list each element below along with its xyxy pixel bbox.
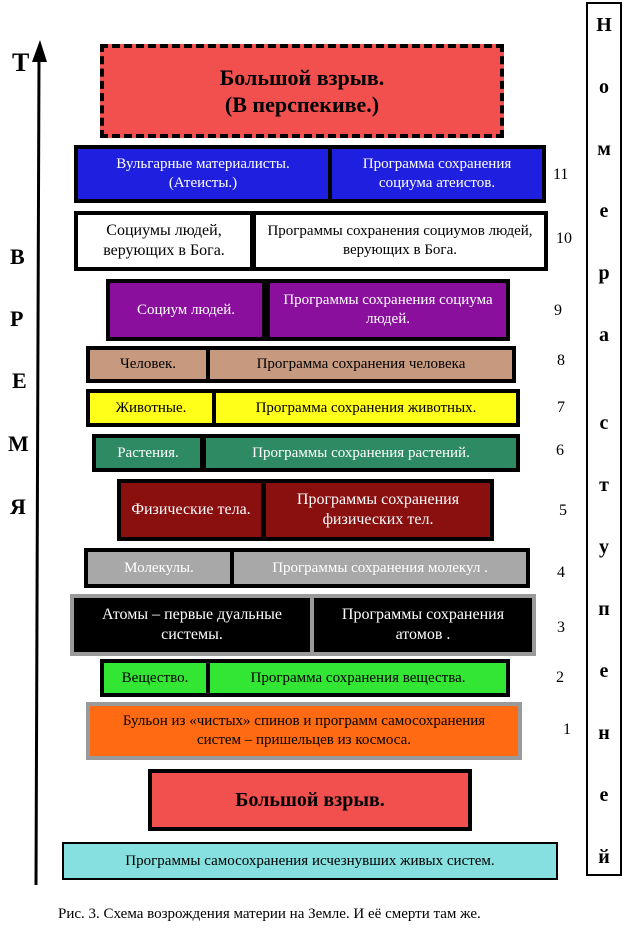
step-4-right: Программы сохранения молекул . <box>230 548 530 588</box>
big-bang-future-box: Большой взрыв. (В перспекиве.) <box>100 44 504 138</box>
step-9-right: Программы сохранения социума людей. <box>266 279 510 341</box>
column-letter: п <box>598 598 610 620</box>
big-bang-box: Большой взрыв. <box>148 769 472 831</box>
column-letter: у <box>599 536 609 558</box>
step-9-left-text: Социум людей. <box>136 301 236 318</box>
step-1-broth-text: Бульон из «чистых» спинов и программ сам… <box>122 713 486 748</box>
axis-letter-1: В <box>10 244 25 269</box>
step-11-right: Программа сохранения социума атеистов. <box>328 145 546 203</box>
step-6-left-text: Растения. <box>117 444 179 461</box>
step-4-left-text: Молекулы. <box>124 559 194 576</box>
figure-caption: Рис. 3. Схема возрождения материи на Зем… <box>58 906 481 922</box>
step-10-left: Социумы людей, верующих в Бога. <box>74 211 254 271</box>
big-bang-future-line1: Большой взрыв. <box>219 64 385 90</box>
step-8-right: Программа сохранения человека <box>206 346 516 383</box>
axis-letter-2: Р <box>10 306 24 331</box>
axis-letter-4: М <box>8 431 29 456</box>
step-8-left-text: Человек. <box>119 356 177 373</box>
big-bang-future-line2: (В перспекиве.) <box>224 92 380 117</box>
column-letter: н <box>598 722 610 744</box>
column-letter: Н <box>596 14 612 36</box>
column-letter: с <box>599 412 609 434</box>
step-1-broth: Бульон из «чистых» спинов и программ сам… <box>86 702 522 760</box>
extinct-programs-box: Программы самосохранения исчезнувших жив… <box>62 842 558 880</box>
step-number-8: 8 <box>557 352 565 369</box>
step-10-right-text: Программы сохранения социумов людей, вер… <box>267 223 533 258</box>
step-5-right: Программы сохранения физических тел. <box>262 479 494 541</box>
step-5-left-text: Физические тела. <box>131 501 251 518</box>
column-letter: о <box>599 76 609 98</box>
step-7-right: Программа сохранения животных. <box>212 389 520 427</box>
step-5-left: Физические тела. <box>117 479 265 541</box>
step-10-left-text: Социумы людей, верующих в Бога. <box>103 222 225 259</box>
step-2-right-text: Программа сохранения вещества. <box>250 669 466 686</box>
step-6-right-text: Программы сохранения растений. <box>252 444 470 461</box>
step-number-9: 9 <box>554 302 562 319</box>
big-bang-text: Большой взрыв. <box>235 788 385 811</box>
step-2-left: Вещество. <box>100 659 210 697</box>
column-letter: е <box>599 200 609 222</box>
step-7-left-text: Животные. <box>115 399 187 416</box>
step-2-right: Программа сохранения вещества. <box>206 659 510 697</box>
column-letter: е <box>599 784 609 806</box>
step-4-left: Молекулы. <box>84 548 234 588</box>
step-7-left: Животные. <box>86 389 216 427</box>
axis-letter-5: Я <box>10 494 26 519</box>
extinct-programs-text: Программы самосохранения исчезнувших жив… <box>125 852 495 869</box>
time-axis-arrow <box>32 40 47 886</box>
step-6-right: Программы сохранения растений. <box>202 434 520 472</box>
step-9-right-text: Программы сохранения социума людей. <box>283 292 493 327</box>
step-8-right-text: Программа сохранения человека <box>256 356 466 373</box>
column-letter: а <box>599 324 609 346</box>
column-letter: т <box>599 474 609 496</box>
step-7-right-text: Программа сохранения животных. <box>255 399 477 416</box>
axis-top-label: Т <box>12 48 30 77</box>
step-5-right-text: Программы сохранения физических тел. <box>296 491 460 528</box>
step-10-right: Программы сохранения социумов людей, вер… <box>252 211 548 271</box>
step-11-right-text: Программа сохранения социума атеистов. <box>362 156 512 191</box>
step-3-left-text: Атомы – первые дуальные системы. <box>101 606 283 643</box>
step-number-2: 2 <box>556 669 564 686</box>
column-letter: р <box>598 262 610 284</box>
step-numbers-column: Н о м е р а с т у п е н е й <box>586 2 622 876</box>
step-2-left-text: Вещество. <box>121 669 189 686</box>
step-number-1: 1 <box>563 721 571 738</box>
step-11-left: Вульгарные материалисты. (Атеисты.) <box>74 145 332 203</box>
step-8-left: Человек. <box>86 346 210 383</box>
step-9-left: Социум людей. <box>106 279 266 341</box>
step-3-left: Атомы – первые дуальные системы. <box>70 594 314 656</box>
step-number-5: 5 <box>559 502 567 519</box>
axis-letter-3: Е <box>12 368 27 393</box>
step-3-right: Программы сохранения атомов . <box>310 594 536 656</box>
step-4-right-text: Программы сохранения молекул . <box>272 559 488 576</box>
step-6-left: Растения. <box>92 434 204 472</box>
column-letter: е <box>599 660 609 682</box>
step-number-10: 10 <box>556 230 572 247</box>
step-number-4: 4 <box>557 564 565 581</box>
step-3-right-text: Программы сохранения атомов . <box>341 606 505 643</box>
step-11-left-text: Вульгарные материалисты. (Атеисты.) <box>116 156 290 191</box>
step-number-11: 11 <box>553 166 569 183</box>
column-letter: й <box>598 846 610 868</box>
step-number-6: 6 <box>556 442 564 459</box>
step-number-7: 7 <box>557 399 565 416</box>
column-letter: м <box>597 138 611 160</box>
step-number-3: 3 <box>557 619 565 636</box>
